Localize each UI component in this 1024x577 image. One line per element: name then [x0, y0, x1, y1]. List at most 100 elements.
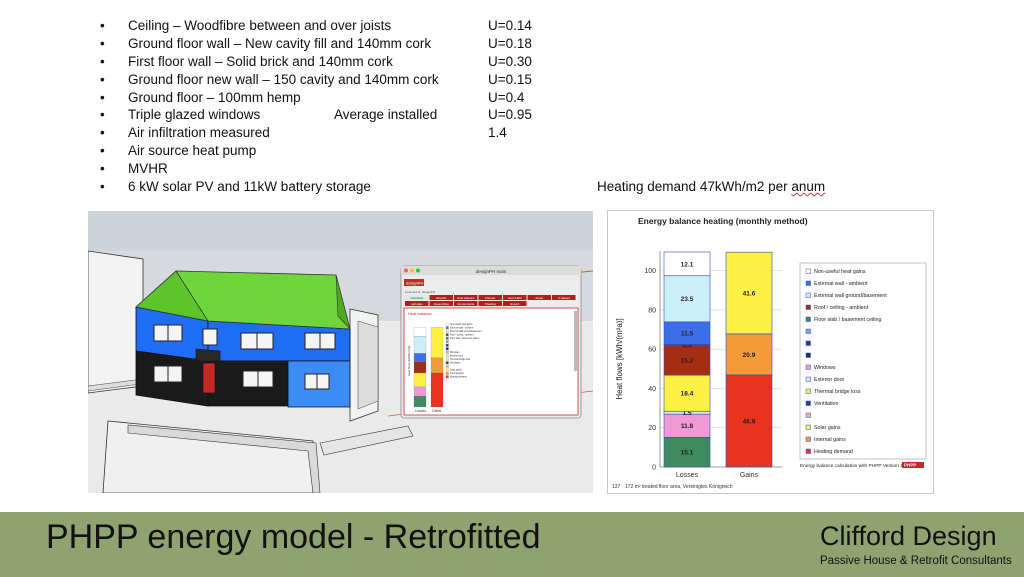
spec-bullet-item: • Air infiltration measured 1.4 [100, 124, 580, 142]
phpp-tab-label: Areas [535, 296, 543, 300]
mini-legend-swatch [445, 375, 449, 379]
phpp-tab[interactable] [527, 295, 552, 300]
bar-data-label: 15.1 [681, 450, 694, 457]
bullet-value: 1.4 [488, 125, 507, 141]
slide-title: PHPP energy model - Retrofitted [46, 518, 541, 556]
heat-balance-section-title: Heat balance [408, 311, 432, 316]
mini-legend-label: Windows [450, 352, 460, 354]
bar-data-label: 1.5 [682, 410, 691, 417]
bar-segment-losses [663, 251, 711, 277]
spec-bullet-item: •6 kW solar PV and 11kW battery storage [100, 178, 580, 196]
phpp-tab[interactable] [429, 295, 454, 300]
mini-legend-swatch [445, 371, 449, 375]
bullet-note: Average installed [334, 107, 438, 123]
phpp-tab[interactable] [405, 295, 429, 300]
phpp-tab-label: U-Values [558, 296, 571, 300]
legend-swatch [805, 424, 811, 430]
phpp-tab-label: Shading [485, 302, 496, 306]
legend-swatch [805, 268, 811, 274]
spec-bullet-item: •Ground floor wall – New cavity fill and… [100, 35, 580, 53]
designph-window-title: designPH main [476, 269, 507, 274]
energy-balance-chart-svg: Energy balance heating (monthly method)0… [612, 216, 927, 490]
mini-legend-swatch [445, 354, 449, 358]
legend-label: Heating demand [814, 449, 853, 455]
designph-scrollbar[interactable] [574, 311, 577, 371]
sketchup-3d-viewport[interactable]: designPH main designPH Licensed to: desi… [88, 211, 593, 493]
bullet-dot: • [100, 143, 105, 159]
mini-bar-segment [413, 327, 427, 337]
mini-bar-segment [413, 372, 427, 387]
mini-legend-swatch [445, 333, 449, 337]
bullet-label: Air infiltration measured [128, 125, 270, 141]
y-tick-label: 20 [648, 425, 656, 432]
bullet-label: Air source heat pump [128, 143, 257, 159]
legend-label: Roof / ceiling - ambient [814, 305, 869, 311]
bullet-label: First floor wall – Solid brick and 140mm… [128, 53, 393, 69]
legend-swatch [805, 352, 811, 358]
spec-bullet-item: •Ground floor new wall – 150 cavity and … [100, 71, 580, 89]
mini-bar-segment [413, 353, 427, 362]
bullet-label: Ground floor – 100mm hemp [128, 89, 301, 105]
phpp-tab[interactable] [503, 301, 527, 306]
designph-window[interactable]: designPH main designPH Licensed to: desi… [400, 265, 582, 419]
spec-bullet-item: •MVHR [100, 160, 580, 178]
legend-label: Solar gains [814, 425, 841, 431]
bar-data-label: 11.8 [681, 423, 694, 430]
energy-balance-chart: Energy balance heating (monthly method)0… [607, 210, 934, 494]
mini-bar-segment [430, 357, 444, 373]
phpp-tab[interactable] [405, 301, 429, 306]
spec-bullet-item: •Ceiling – Woodfibre between and over jo… [100, 17, 580, 35]
bar-segment-gains [725, 333, 773, 376]
bar-segment-losses [663, 344, 711, 376]
phpp-tab-label: Export [510, 302, 519, 306]
chart-title: Energy balance heating (monthly method) [638, 216, 808, 226]
bullet-dot: • [100, 107, 105, 123]
mini-legend-label: Roof / ceiling - ambient [450, 334, 474, 337]
bullet-dot: • [100, 179, 105, 195]
phpp-tab-label: calculate [411, 302, 423, 306]
legend-swatch [805, 304, 811, 310]
phpp-tab[interactable] [503, 295, 527, 300]
legend-swatch [805, 412, 811, 418]
brand-subtitle: Passive House & Retrofit Consultants [820, 555, 1012, 567]
mini-bar-segment [413, 395, 427, 408]
bullet-label: Ground floor new wall – 150 cavity and 1… [128, 71, 439, 87]
phpp-tab-label: Climate [485, 296, 496, 300]
legend-swatch [805, 328, 811, 334]
phpp-tab[interactable] [454, 301, 478, 306]
phpp-tab-label: Components [457, 302, 475, 306]
mini-losses-label: Losses [415, 409, 426, 413]
y-tick-label: 40 [648, 386, 656, 393]
mini-legend-swatch [445, 364, 449, 368]
spec-bullet-item: •First floor wall – Solid brick and 140m… [100, 53, 580, 71]
chart-footnote-id: 137 [612, 484, 621, 490]
legend-label: Non-useful heat gains [814, 269, 866, 275]
mini-bar-segment [413, 386, 427, 388]
mini-gains-label: Gains [432, 409, 441, 413]
bullet-value: U=0.18 [488, 35, 532, 51]
mini-legend-label: Solar gains [450, 369, 462, 372]
bar-data-label: 46.9 [743, 418, 756, 425]
bullet-label: Ceiling – Woodfibre between and over joi… [128, 18, 392, 33]
legend-swatch [805, 448, 811, 454]
bar-segment-gains [725, 251, 773, 335]
x-tick-label: Losses [676, 472, 699, 479]
phpp-tab[interactable] [454, 295, 478, 300]
legend-swatch [805, 388, 811, 394]
bullet-label: Ground floor wall – New cavity fill and … [128, 35, 432, 51]
bullet-dot: • [100, 125, 105, 141]
legend-label: Windows [814, 365, 836, 371]
bar-data-label: 15.2 [681, 358, 694, 365]
legend-swatch [805, 340, 811, 346]
mini-legend-swatch [445, 326, 449, 330]
bullet-value: U=0.14 [488, 18, 532, 33]
legend-label: Exterior door [814, 377, 845, 383]
mini-legend-label: Exterior door [450, 355, 463, 358]
mini-legend-label: External wall - ambient [450, 327, 474, 330]
phpp-tab[interactable] [478, 295, 503, 300]
phpp-tab[interactable] [478, 301, 503, 306]
legend-label: Internal gains [814, 437, 846, 443]
phpp-tab[interactable] [429, 301, 454, 306]
phpp-tab[interactable] [552, 295, 576, 300]
